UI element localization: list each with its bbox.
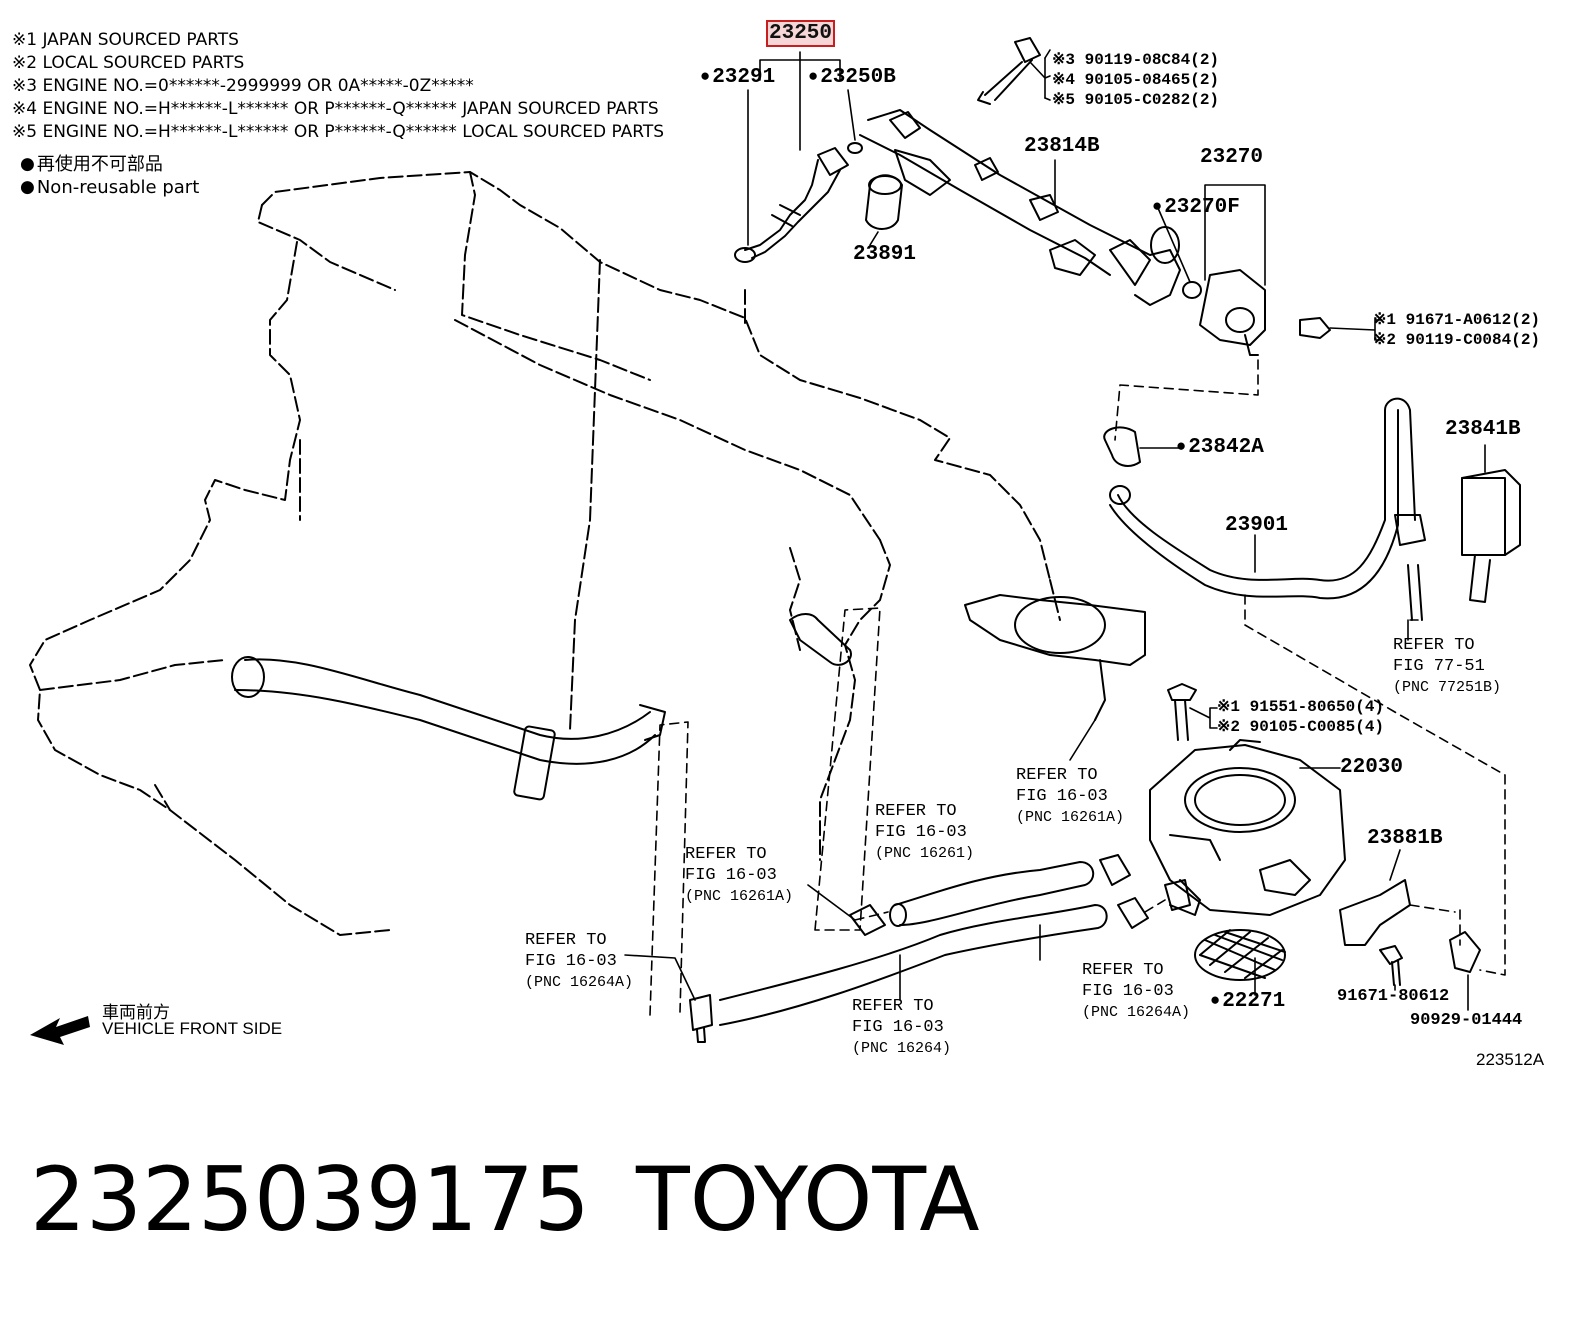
throttle-body: [1149, 683, 1346, 916]
injector-insulator: [865, 174, 903, 230]
part-22030[interactable]: 22030: [1340, 756, 1404, 779]
part-23841b[interactable]: 23841B: [1445, 418, 1521, 441]
part-23291[interactable]: 23291: [700, 66, 775, 89]
part-23270f[interactable]: 23270F: [1152, 196, 1240, 219]
refer-line: REFER TO: [1393, 636, 1475, 655]
screw-91671-a0612[interactable]: ※1 91671-A0612(2): [1373, 311, 1541, 329]
refer-fig: FIG 77-51: [1393, 657, 1485, 676]
refer-line: REFER TO: [1082, 961, 1164, 980]
refer-pnc-16261a-upper[interactable]: REFER TO FIG 16-03 (PNC 16261A): [1016, 765, 1124, 828]
small-bolt-and-clip: [1379, 931, 1481, 986]
tb-bolt-91551-80650[interactable]: ※1 91551-80650(4): [1217, 698, 1385, 716]
refer-line: REFER TO: [1016, 766, 1098, 785]
footer-part-number: 2325039175: [30, 1148, 590, 1251]
part-23270[interactable]: 23270: [1200, 146, 1264, 169]
legend-jp: 再使用不可部品: [20, 153, 163, 176]
footer-brand: TOYOTA: [636, 1148, 980, 1251]
refer-pnc-16264a-right[interactable]: REFER TO FIG 16-03 (PNC 16264A): [1082, 960, 1190, 1023]
part-91671-80612[interactable]: 91671-80612: [1337, 987, 1450, 1006]
refer-pnc: (PNC 16264A): [525, 974, 634, 991]
refer-pnc: (PNC 16261A): [1016, 809, 1125, 826]
screw-90119-c0084[interactable]: ※2 90119-C0084(2): [1373, 331, 1541, 349]
delivery-pipe-bolt: [977, 37, 1041, 105]
refer-fig: FIG 16-03: [852, 1018, 944, 1037]
bolt-90105-c0282[interactable]: ※5 90105-C0282(2): [1052, 91, 1220, 109]
part-23250-highlighted[interactable]: 23250: [765, 20, 836, 47]
refer-fig: FIG 16-03: [685, 866, 777, 885]
vacuum-switching-valve: [1407, 469, 1521, 621]
note-line-2: ※2 LOCAL SOURCED PARTS: [12, 53, 245, 73]
refer-fig: FIG 16-03: [1016, 787, 1108, 806]
refer-pnc-16261[interactable]: REFER TO FIG 16-03 (PNC 16261): [875, 801, 974, 864]
figure-id: 223512A: [1476, 1050, 1545, 1069]
refer-fig-77-51[interactable]: REFER TO FIG 77-51 (PNC 77251B): [1393, 635, 1501, 698]
refer-pnc-16261a-lower[interactable]: REFER TO FIG 16-03 (PNC 16261A): [685, 844, 793, 907]
engine-coolant-pipe: [231, 656, 666, 801]
direction-jp: 車両前方: [102, 1003, 170, 1023]
refer-pnc: (PNC 16261): [875, 845, 975, 862]
refer-line: REFER TO: [875, 802, 957, 821]
bolt-90105-08465[interactable]: ※4 90105-08465(2): [1052, 71, 1220, 89]
part-90929-01444[interactable]: 90929-01444: [1410, 1011, 1523, 1030]
part-23881b[interactable]: 23881B: [1367, 827, 1443, 850]
direction-en: VEHICLE FRONT SIDE: [102, 1019, 283, 1038]
part-23901[interactable]: 23901: [1225, 514, 1289, 537]
engine-outline: [29, 171, 1061, 936]
note-line-4: ※4 ENGINE NO.=H******-L****** OR P******…: [12, 99, 659, 119]
refer-line: REFER TO: [685, 845, 767, 864]
refer-pnc-16264[interactable]: REFER TO FIG 16-03 (PNC 16264): [852, 996, 951, 1059]
connection-lines: [649, 359, 1506, 1016]
coolant-hoses: [689, 613, 1191, 1043]
refer-line: REFER TO: [852, 997, 934, 1016]
front-direction-arrow: [30, 1016, 90, 1045]
intake-flange: [964, 594, 1146, 721]
part-23250-label: 23250: [765, 20, 836, 47]
tb-bolt-90105-c0085[interactable]: ※2 90105-C0085(4): [1217, 718, 1385, 736]
refer-fig: FIG 16-03: [875, 823, 967, 842]
part-23250b[interactable]: 23250B: [808, 66, 896, 89]
throttle-gasket: [1194, 929, 1286, 981]
refer-pnc-16264a-left[interactable]: REFER TO FIG 16-03 (PNC 16264A): [525, 930, 633, 993]
part-22271[interactable]: 22271: [1210, 990, 1285, 1013]
part-23842a[interactable]: 23842A: [1176, 436, 1264, 459]
note-line-3: ※3 ENGINE NO.=0******-2999999 OR 0A*****…: [12, 76, 474, 96]
part-23814b[interactable]: 23814B: [1024, 135, 1100, 158]
pressure-regulator: [1182, 269, 1331, 356]
note-line-1: ※1 JAPAN SOURCED PARTS: [12, 30, 239, 50]
throttle-bracket: [1339, 879, 1411, 946]
refer-pnc: (PNC 77251B): [1393, 679, 1502, 696]
fuel-injector: [734, 142, 863, 263]
refer-line: REFER TO: [525, 931, 607, 950]
refer-pnc: (PNC 16261A): [685, 888, 794, 905]
refer-pnc: (PNC 16264): [852, 1040, 952, 1057]
legend-en: Non-reusable part: [20, 176, 199, 199]
refer-fig: FIG 16-03: [525, 952, 617, 971]
vacuum-hose: [1109, 397, 1426, 600]
refer-pnc: (PNC 16264A): [1082, 1004, 1191, 1021]
hose-clip: [1103, 426, 1141, 467]
bolt-90119-08c84[interactable]: ※3 90119-08C84(2): [1052, 51, 1220, 69]
part-23891[interactable]: 23891: [853, 243, 917, 266]
fuel-delivery-pipe: [859, 109, 1181, 306]
refer-fig: FIG 16-03: [1082, 982, 1174, 1001]
note-line-5: ※5 ENGINE NO.=H******-L****** OR P******…: [12, 122, 665, 142]
